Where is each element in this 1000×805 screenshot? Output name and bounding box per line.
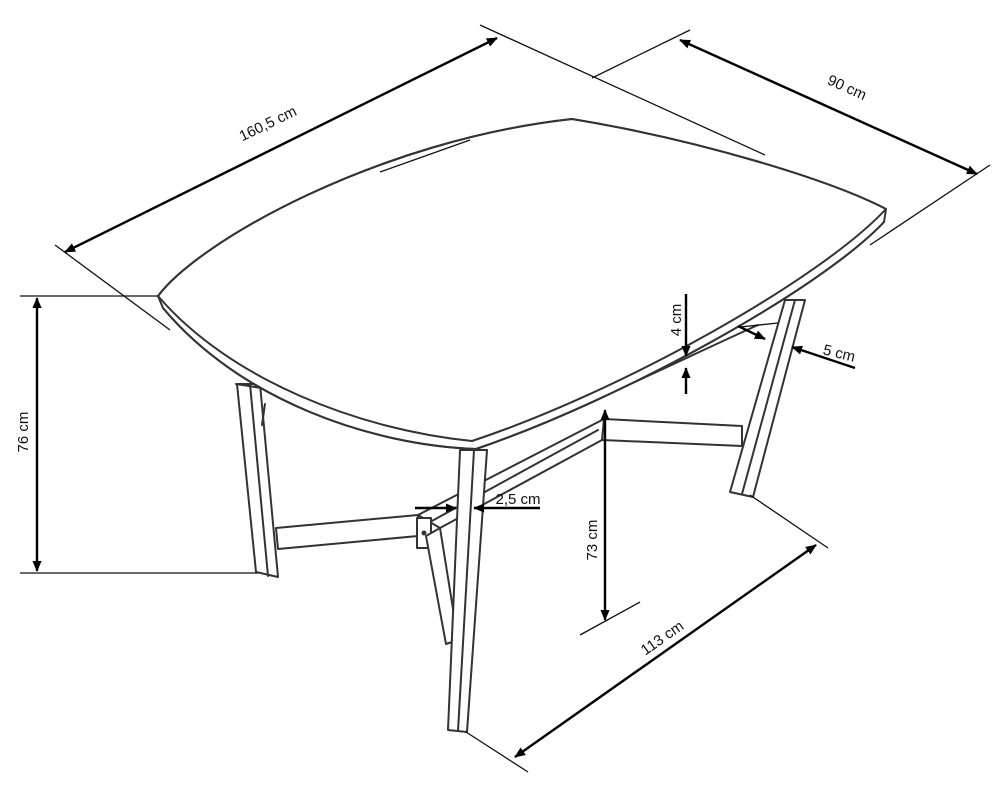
label-clear-height: 73 cm (584, 520, 601, 561)
label-apron-width: 5 cm (821, 341, 857, 365)
dim-leg-thickness: 2,5 cm (415, 491, 541, 513)
leg-back-left (236, 383, 279, 578)
label-length: 160,5 cm (237, 103, 300, 145)
stretcher-left (275, 514, 419, 550)
label-leg-thickness: 2,5 cm (495, 491, 540, 508)
dim-total-height: 76 cm (15, 295, 258, 574)
leg-back-right (729, 299, 806, 498)
table-drawing (157, 118, 887, 733)
dim-base-length: 113 cm (465, 494, 829, 773)
leg-front (447, 449, 488, 733)
label-total-height: 76 cm (15, 412, 32, 453)
dim-top-thickness: 4 cm (668, 294, 691, 394)
label-depth: 90 cm (825, 72, 869, 104)
label-top-thickness: 4 cm (668, 304, 685, 337)
stretcher-right (601, 418, 743, 447)
